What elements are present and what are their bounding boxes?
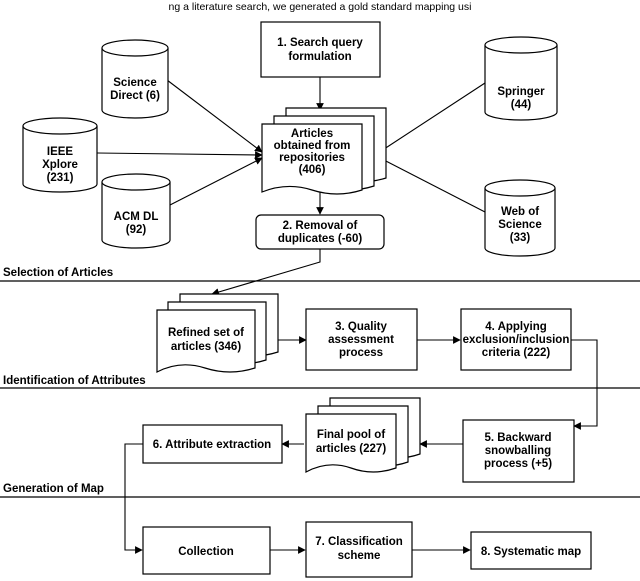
- section-label-identification: Identification of Attributes: [3, 375, 146, 387]
- connectors: [96, 77, 598, 554]
- arrow-extraction-to-collection: [124, 443, 143, 554]
- arrow-removal-to-refined: [211, 249, 321, 296]
- repository-cylinder-springer: Springer(44): [484, 36, 558, 121]
- arrow-science-direct: [166, 79, 263, 153]
- step-systematic-map-box: 8. Systematic map: [470, 531, 592, 570]
- section-label-generation: Generation of Map: [3, 483, 104, 495]
- step-attribute-extraction-box: 6. Attribute extraction: [142, 424, 283, 464]
- arrow-web-of-science: [377, 156, 486, 213]
- arrow-ieee-xplore: [96, 151, 263, 159]
- header-caption: ng a literature search, we generated a g…: [169, 1, 472, 13]
- svg-text:6. Attribute extraction: 6. Attribute extraction: [153, 439, 271, 451]
- step-collection-box: Collection: [142, 526, 271, 575]
- svg-text:Springer(44): Springer(44): [497, 86, 545, 111]
- section-label-selection: Selection of Articles: [3, 267, 113, 279]
- svg-text:ACM DL(92): ACM DL(92): [114, 211, 159, 236]
- arrow-exclusion-to-snowballing: [571, 339, 598, 430]
- svg-text:Collection: Collection: [178, 546, 234, 558]
- arrow-acm-dl: [169, 157, 263, 206]
- repository-cylinder-acm-dl: ACM DL(92): [101, 173, 171, 249]
- svg-text:8. Systematic map: 8. Systematic map: [481, 546, 581, 558]
- arrow-springer: [377, 82, 486, 154]
